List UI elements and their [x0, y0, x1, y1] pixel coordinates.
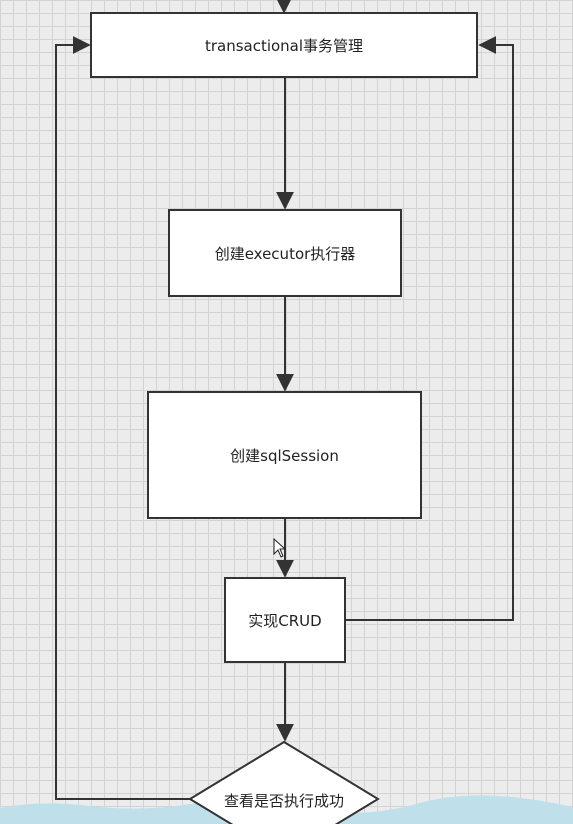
node-session: 创建sqlSession	[147, 391, 422, 519]
mouse-cursor-icon	[273, 538, 287, 558]
node-executor-label: 创建executor执行器	[214, 244, 356, 263]
node-crud-label: 实现CRUD	[248, 611, 322, 630]
node-transactional-label: transactional事务管理	[204, 36, 364, 55]
node-crud: 实现CRUD	[224, 577, 346, 663]
node-session-label: 创建sqlSession	[230, 446, 339, 465]
node-executor: 创建executor执行器	[168, 209, 402, 297]
node-check-label: 查看是否执行成功	[223, 791, 344, 810]
arrow-check-loop-left	[55, 36, 191, 800]
node-transactional: transactional事务管理	[90, 12, 478, 78]
arrow-crud-loop-right	[345, 36, 514, 621]
decision-diamond	[188, 740, 380, 824]
